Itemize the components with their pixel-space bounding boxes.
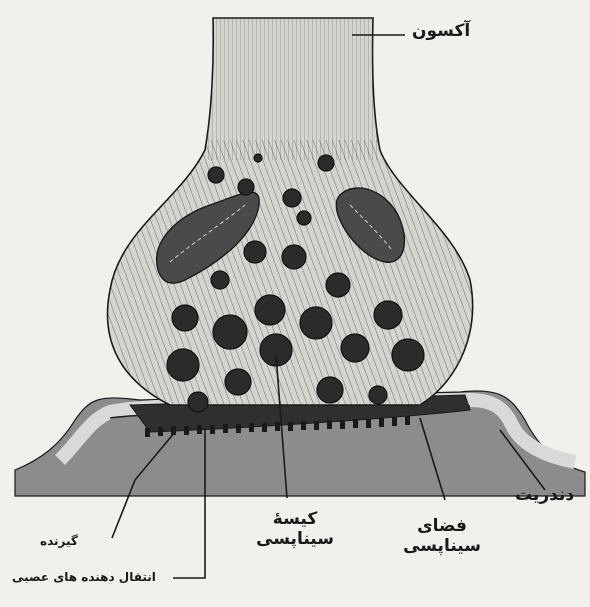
terminal-hatching xyxy=(100,10,490,420)
label-dendrite: دندریت xyxy=(515,486,574,506)
label-neurotransmitter: انتقال دهنده های عصبی xyxy=(12,571,156,585)
label-synaptic-vesicle: کیسهٔ سیناپسی xyxy=(240,510,350,549)
label-axon: آکسون xyxy=(412,22,470,42)
label-receptor: گیرنده xyxy=(40,535,78,549)
label-synaptic-cleft: فضای سیناپسی xyxy=(392,517,492,556)
